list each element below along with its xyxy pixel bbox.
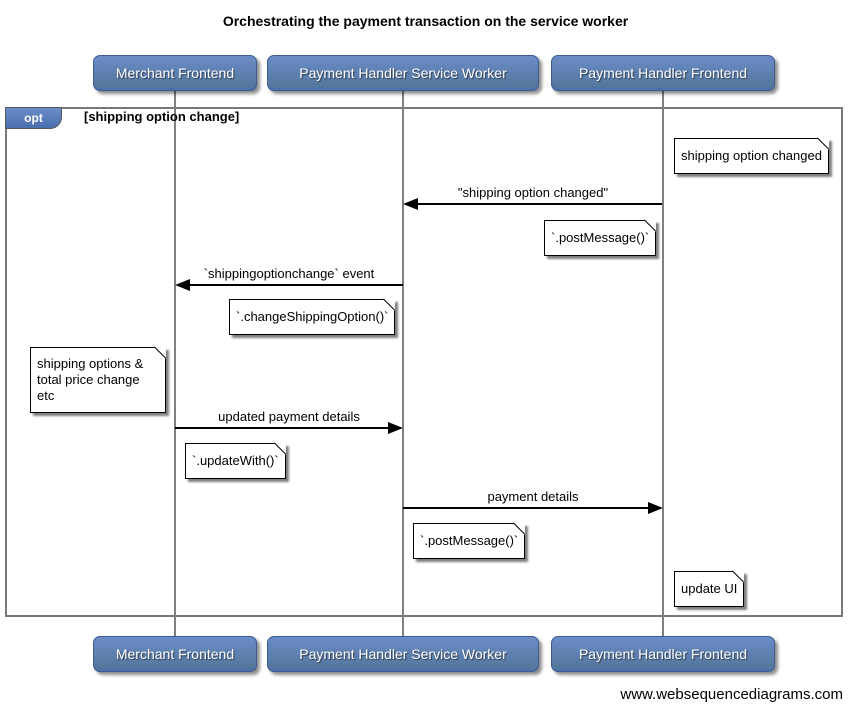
opt-fragment-guard: [shipping option change]: [84, 109, 240, 124]
note-changeshippingoption: `.changeShippingOption()`: [229, 299, 396, 335]
actor-top-merchant-frontend: Merchant Frontend: [93, 55, 257, 91]
actor-bottom-merchant-frontend: Merchant Frontend: [93, 636, 257, 672]
actor-bottom-payment-handler-frontend: Payment Handler Frontend: [551, 636, 775, 672]
note-postmessage-2: `.postMessage()`: [413, 523, 526, 559]
note-shipping-options-total-price: shipping options & total price change et…: [30, 347, 166, 413]
message-label-shipping-option-changed: "shipping option changed": [457, 185, 609, 200]
message-label-updated-payment-details: updated payment details: [218, 409, 360, 424]
message-label-payment-details: payment details: [487, 489, 579, 504]
note-updatewith: `.updateWith()`: [185, 443, 286, 479]
actor-top-payment-handler-service-worker: Payment Handler Service Worker: [267, 55, 539, 91]
actor-top-payment-handler-frontend: Payment Handler Frontend: [551, 55, 775, 91]
opt-fragment-frame: [5, 107, 843, 617]
message-label-shippingoptionchange-event: `shippingoptionchange` event: [203, 266, 375, 281]
watermark-websequencediagrams: www.websequencediagrams.com: [620, 686, 843, 703]
actor-bottom-payment-handler-service-worker: Payment Handler Service Worker: [267, 636, 539, 672]
diagram-title: Orchestrating the payment transaction on…: [222, 13, 629, 29]
note-postmessage-1: `.postMessage()`: [544, 220, 657, 256]
opt-fragment-operator: opt: [5, 107, 62, 129]
note-update-ui: update UI: [674, 571, 745, 607]
note-shipping-option-changed: shipping option changed: [674, 138, 829, 174]
